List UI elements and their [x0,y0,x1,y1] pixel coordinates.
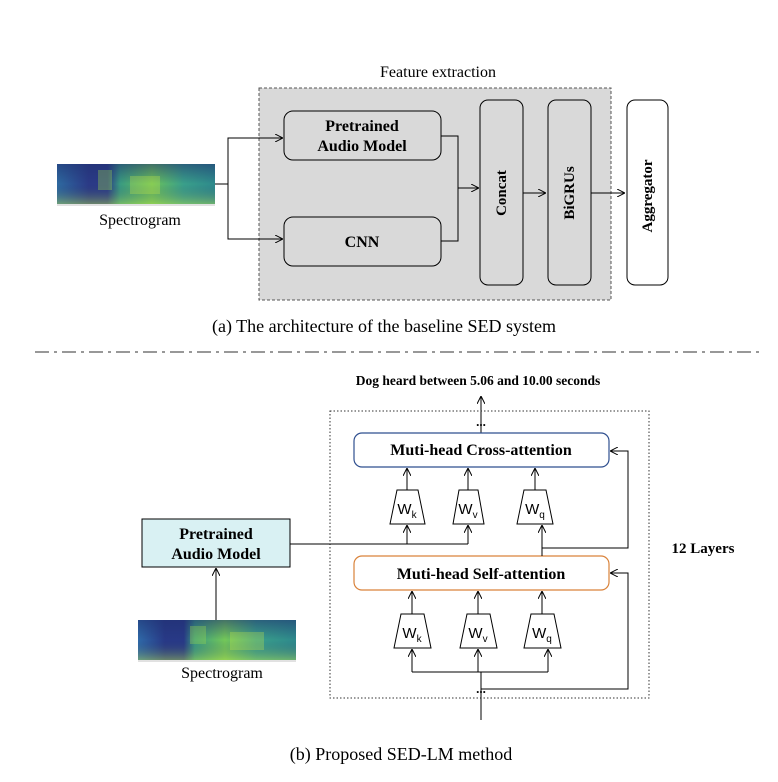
upper-wv-w: W [458,501,473,518]
output-text: Dog heard between 5.06 and 10.00 seconds [356,373,601,388]
bigrus-label: BiGRUs [562,166,578,220]
pretrained-a-line2: Audio Model [317,138,407,155]
lower-wv-w: W [468,625,483,642]
cnn-label: CNN [345,234,380,251]
layers-box [329,410,650,699]
caption-b: (b) Proposed SED-LM method [290,744,512,765]
spectrogram-a-image [57,164,215,206]
feature-extraction-label: Feature extraction [380,64,496,81]
svg-text:Wq: Wq [532,625,552,645]
top-ellipsis: ... [476,414,486,429]
upper-wk-sub: k [412,510,418,521]
lower-wq-block: Wq [523,613,562,649]
svg-text:Wq: Wq [525,501,545,521]
upper-wk-block: Wk [389,489,426,525]
spectrogram-a-label: Spectrogram [99,212,181,229]
upper-wq-sub: q [539,510,545,521]
pretrained-audio-model-b-box [141,518,291,568]
lower-wq-w: W [532,625,547,642]
aggregator-box [626,99,669,286]
cross-attention-label: Muti-head Cross-attention [390,442,572,459]
cross-attention-box [353,432,610,468]
arrow-self-residual-to-cross [542,451,629,549]
svg-text:Wk: Wk [402,625,422,645]
arrow-spectrogram-to-pretrained [215,138,282,185]
aggregator-label: Aggregator [640,159,656,232]
self-attention-label: Muti-head Self-attention [397,566,566,583]
bottom-ellipsis: ... [476,681,486,696]
pretrained-b-line2: Audio Model [171,546,261,563]
spectrogram-b-label: Spectrogram [181,665,263,682]
input-line [412,671,548,720]
svg-text:Wk: Wk [397,501,417,521]
layers-label: 12 Layers [672,541,735,557]
arrow-input-residual-to-self [481,573,629,690]
arrow-spectrogram-to-cnn [227,184,282,239]
upper-wq-block: Wq [516,489,554,525]
upper-wq-w: W [525,501,540,518]
upper-wv-block: Wv [452,489,485,525]
spectrogram-b-image [138,620,296,662]
lower-wk-w: W [402,625,417,642]
arrow-merge-to-concat [441,135,478,242]
pretrained-b-line1: Pretrained [179,526,253,543]
svg-text:Wv: Wv [468,625,487,645]
lower-wk-sub: k [417,634,423,645]
lower-wv-sub: v [483,634,488,645]
svg-text:Wv: Wv [458,501,477,521]
lower-wv-block: Wv [459,613,498,649]
upper-wv-sub: v [473,510,478,521]
concat-label: Concat [494,170,510,216]
pretrained-a-line1: Pretrained [325,118,399,135]
lower-wk-block: Wk [393,613,432,649]
upper-wk-w: W [397,501,412,518]
self-attention-box [353,555,610,591]
lower-wq-sub: q [546,634,552,645]
arrow-audio-to-upper-wk [290,526,468,545]
caption-a: (a) The architecture of the baseline SED… [212,316,556,337]
